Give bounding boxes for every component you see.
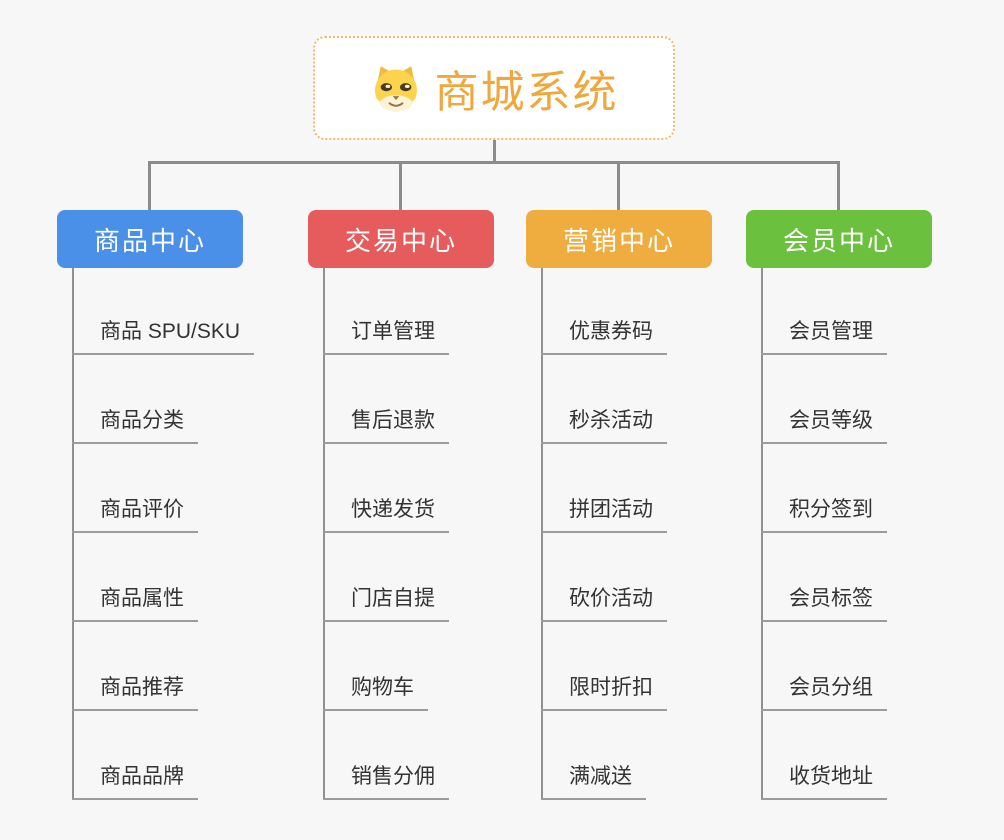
branch-header-member-center[interactable]: 会员中心 [746, 210, 932, 268]
branch-connector-line [541, 268, 543, 798]
connector-drop-marketing [617, 161, 620, 210]
leaf-topic[interactable]: 秒杀活动 [541, 406, 667, 444]
branch-product-center: 商品中心 商品 SPU/SKU 商品分类 商品评价 商品属性 商品推荐 商品品牌 [57, 210, 297, 810]
connector-root-stub [493, 140, 496, 163]
leaf-topic[interactable]: 砍价活动 [541, 584, 667, 622]
branch-header-marketing-center[interactable]: 营销中心 [526, 210, 712, 268]
leaf-topic[interactable]: 会员分组 [761, 673, 887, 711]
leaf-topic[interactable]: 优惠券码 [541, 317, 667, 355]
leaf-topic[interactable]: 售后退款 [323, 406, 449, 444]
connector-drop-member [837, 161, 840, 210]
leaf-topic[interactable]: 商品分类 [72, 406, 198, 444]
leaf-topic[interactable]: 门店自提 [323, 584, 449, 622]
leaf-topic[interactable]: 商品 SPU/SKU [72, 317, 255, 355]
branch-trade-center: 交易中心 订单管理 售后退款 快递发货 门店自提 购物车 销售分佣 [308, 210, 548, 810]
leaf-topic[interactable]: 会员等级 [761, 406, 887, 444]
branch-connector-line [72, 268, 74, 798]
leaf-topic[interactable]: 限时折扣 [541, 673, 667, 711]
leaf-topic[interactable]: 满减送 [541, 762, 646, 800]
leaf-topic[interactable]: 会员管理 [761, 317, 887, 355]
connector-drop-product [148, 161, 151, 210]
leaf-topic[interactable]: 商品评价 [72, 495, 198, 533]
leaf-topic[interactable]: 销售分佣 [323, 762, 449, 800]
branch-marketing-center: 营销中心 优惠券码 秒杀活动 拼团活动 砍价活动 限时折扣 满减送 [526, 210, 766, 810]
leaf-topic[interactable]: 商品推荐 [72, 673, 198, 711]
dog-face-icon [374, 66, 417, 112]
root-title: 商城系统 [434, 68, 619, 117]
leaf-topic[interactable]: 收货地址 [761, 762, 887, 800]
connector-trunk [148, 161, 840, 164]
connector-drop-trade [399, 161, 402, 210]
leaf-topic[interactable]: 积分签到 [761, 495, 887, 533]
leaf-topic[interactable]: 会员标签 [761, 584, 887, 622]
leaf-topic[interactable]: 购物车 [323, 673, 428, 711]
leaf-topic[interactable]: 商品品牌 [72, 762, 198, 800]
leaf-topic[interactable]: 订单管理 [323, 317, 449, 355]
branch-member-center: 会员中心 会员管理 会员等级 积分签到 会员标签 会员分组 收货地址 [746, 210, 986, 810]
leaf-topic[interactable]: 快递发货 [323, 495, 449, 533]
branch-connector-line [761, 268, 763, 798]
branch-header-product-center[interactable]: 商品中心 [57, 210, 243, 268]
leaf-topic[interactable]: 商品属性 [72, 584, 198, 622]
branch-connector-line [323, 268, 325, 798]
leaf-topic[interactable]: 拼团活动 [541, 495, 667, 533]
branch-header-trade-center[interactable]: 交易中心 [308, 210, 494, 268]
root-node[interactable]: 商城系统 [313, 36, 675, 140]
